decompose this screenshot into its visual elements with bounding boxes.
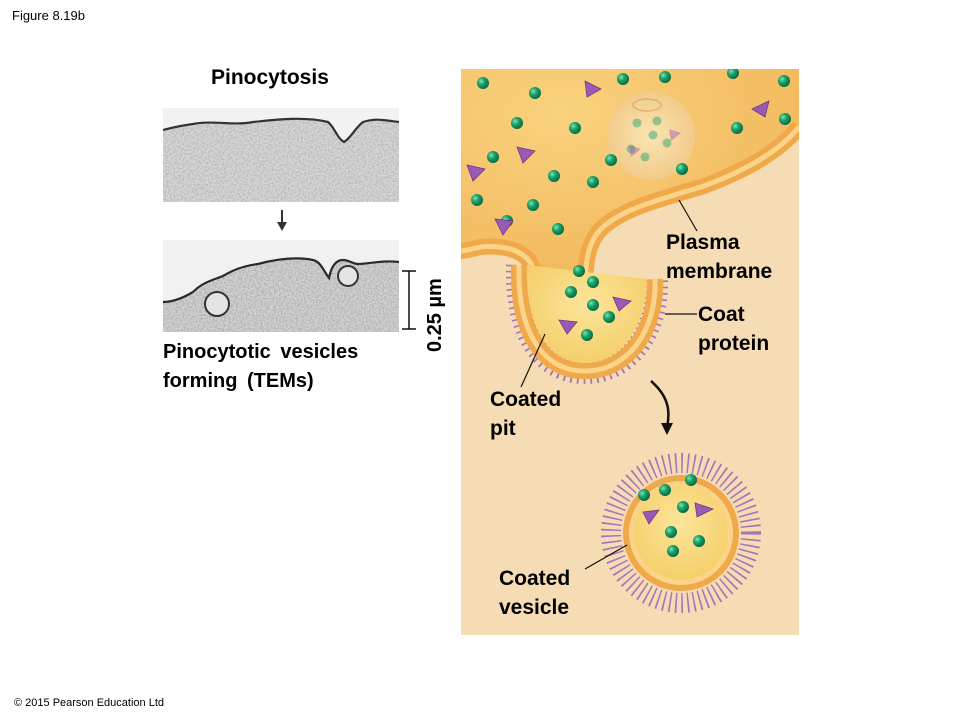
label-plasma-membrane-line1: Plasma <box>666 231 740 254</box>
label-coated-vesicle: Coated vesicle <box>499 564 570 622</box>
tem-micrograph-bottom <box>163 240 399 332</box>
label-coated-pit-line1: Coated <box>490 388 562 411</box>
label-coat-protein-line2: protein <box>698 332 770 355</box>
tem-caption-line2: forming (TEMs) <box>163 370 314 392</box>
solute-triangles <box>466 80 770 525</box>
arrow-down-icon <box>277 210 287 231</box>
label-coated-vesicle-line1: Coated <box>499 567 571 590</box>
tem-caption: Pinocytotic vesicles forming (TEMs) <box>163 338 413 396</box>
scale-bar <box>402 270 416 330</box>
label-coat-protein: Coat protein <box>698 300 769 358</box>
label-coated-pit-line2: pit <box>490 417 516 440</box>
label-coated-vesicle-line2: vesicle <box>499 596 570 619</box>
copyright-notice: © 2015 Pearson Education Ltd <box>14 697 164 709</box>
label-coated-pit: Coated pit <box>490 385 561 443</box>
label-plasma-membrane: Plasma membrane <box>666 228 772 286</box>
solute-spheres <box>471 69 791 557</box>
label-plasma-membrane-line2: membrane <box>666 260 773 283</box>
pinocytosis-diagram <box>461 69 799 635</box>
figure-label: Figure 8.19b <box>12 8 85 23</box>
label-coat-protein-line1: Coat <box>698 303 745 326</box>
tem-micrograph-top <box>163 108 399 202</box>
scale-bar-label: 0.25 µm <box>424 278 446 352</box>
pinocytosis-title: Pinocytosis <box>211 66 329 89</box>
tem-caption-line1: Pinocytotic vesicles <box>163 341 359 363</box>
